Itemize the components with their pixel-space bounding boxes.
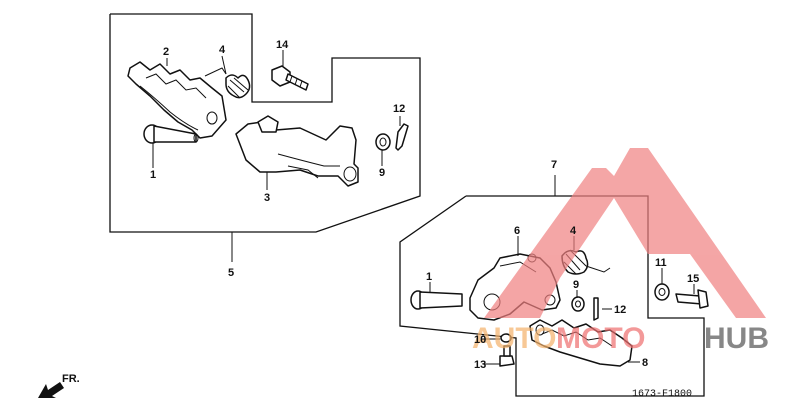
callout-lower-13: 13 — [474, 359, 486, 371]
callout-lower-10: 10 — [474, 334, 486, 346]
callout-upper-9: 9 — [379, 167, 385, 179]
front-arrow-icon — [38, 382, 64, 398]
lower-washer-11 — [654, 283, 670, 301]
diagram-code: 1673-F1800 — [632, 389, 692, 400]
lower-washer — [571, 296, 585, 312]
callout-upper-3: 3 — [264, 192, 270, 204]
callout-lower-6: 6 — [514, 225, 520, 237]
upper-spring — [204, 67, 251, 99]
callout-upper-12: 12 — [393, 103, 405, 115]
lower-footpeg — [529, 319, 633, 367]
upper-assembly-outline — [109, 13, 421, 233]
upper-cotter-pin — [395, 123, 409, 151]
callout-lower-4: 4 — [570, 225, 577, 237]
callout-lower-9: 9 — [573, 279, 579, 291]
direction-label: FR. — [62, 373, 80, 385]
callout-upper-14: 14 — [276, 39, 289, 51]
callout-lower-1: 1 — [426, 271, 432, 283]
lower-assembly-outline — [399, 195, 705, 397]
upper-washer — [375, 133, 391, 151]
lower-cotter-pin — [593, 297, 599, 321]
watermark-text-hub: HUB — [704, 322, 769, 355]
callout-upper-2: 2 — [163, 46, 169, 58]
lower-pin — [410, 290, 463, 310]
watermark-triangle-icon — [484, 148, 766, 318]
upper-bolt — [271, 65, 309, 91]
upper-footpeg — [127, 61, 227, 139]
callout-lower-11: 11 — [655, 257, 667, 269]
watermark-text-auto: AUTO — [472, 322, 556, 355]
callout-upper-5: 5 — [228, 267, 234, 279]
fr-direction-indicator: FR. — [38, 373, 80, 398]
callout-upper-4: 4 — [219, 44, 226, 56]
callout-lower-7: 7 — [551, 159, 557, 171]
lower-small-bolt — [499, 345, 515, 367]
callout-upper-1: 1 — [150, 169, 156, 181]
callout-lower-15: 15 — [687, 273, 699, 285]
lower-small-washer — [500, 333, 512, 343]
lower-bolt — [675, 289, 709, 309]
watermark-text-moto: MOTO — [556, 322, 645, 355]
callout-lower-12: 12 — [614, 304, 626, 316]
upper-pin — [143, 124, 199, 144]
watermark-logo: AUTO MOTO HUB — [472, 148, 769, 355]
upper-bracket — [235, 115, 359, 187]
callout-lower-8: 8 — [642, 357, 648, 369]
